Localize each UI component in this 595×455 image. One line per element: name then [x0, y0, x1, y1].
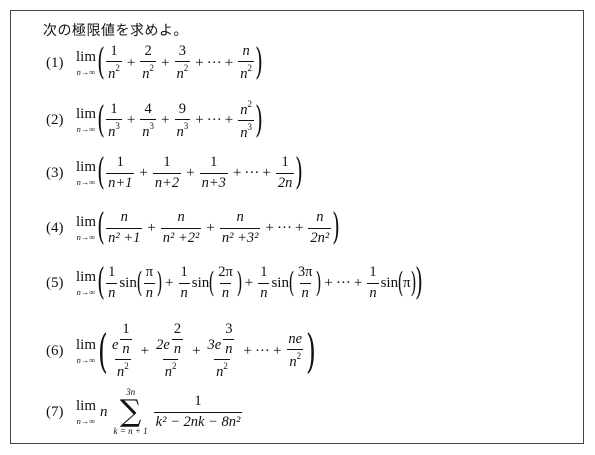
- problem-label: (3): [46, 164, 64, 181]
- problem-label: (4): [46, 219, 64, 236]
- right-paren: ): [414, 262, 423, 303]
- right-paren: ): [306, 324, 317, 379]
- left-paren: (: [97, 42, 105, 84]
- ellipsis: ···: [206, 112, 222, 129]
- problem-label: (5): [46, 274, 64, 291]
- left-paren: (: [97, 99, 105, 141]
- problem-label: (7): [46, 403, 64, 420]
- ellipsis: ···: [254, 342, 270, 359]
- right-paren: ): [295, 152, 304, 193]
- problem-label: (2): [46, 112, 64, 129]
- ellipsis: ···: [244, 164, 260, 181]
- left-paren: (: [97, 262, 105, 303]
- instruction-text: 次の極限値を求めよ。: [43, 23, 188, 39]
- left-paren: (: [98, 324, 108, 379]
- left-paren: (: [97, 207, 105, 248]
- right-paren: ): [255, 99, 263, 141]
- problem-box: [10, 10, 584, 444]
- right-paren: ): [332, 207, 341, 248]
- ellipsis: ···: [335, 274, 351, 291]
- ellipsis: ···: [206, 54, 222, 71]
- right-paren: ): [255, 42, 263, 84]
- problem-label: (6): [46, 342, 64, 359]
- summation-operator: 3n∑k = n + 1: [113, 387, 148, 436]
- left-paren: (: [97, 152, 105, 193]
- problem-label: (1): [46, 54, 64, 71]
- ellipsis: ···: [276, 219, 292, 236]
